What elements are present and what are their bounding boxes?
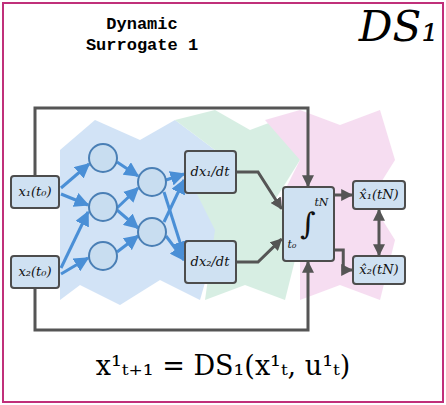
input-box: x₁(t₀) <box>10 175 60 209</box>
derivative-box: dx₁/dt <box>184 150 237 194</box>
output-box: x̂₁(tN) <box>352 180 406 210</box>
connector <box>335 194 353 197</box>
node-text: tN <box>314 197 328 209</box>
connector <box>35 262 308 330</box>
node-text: x̂₂(tN) <box>359 263 398 277</box>
connector <box>335 250 353 270</box>
integrator-box: tN∫t₀ <box>282 186 335 262</box>
connector <box>237 172 282 209</box>
node-text: dx₁/dt <box>191 165 230 179</box>
node-text: x̂₁(tN) <box>359 188 398 202</box>
connector <box>35 108 308 186</box>
connector <box>237 239 282 262</box>
update-equation: x¹ₜ₊₁ = DS₁(x¹ₜ, u¹ₜ) <box>0 348 446 383</box>
node-text: x₂(t₀) <box>18 265 51 279</box>
derivative-box: dx₂/dt <box>184 240 237 284</box>
node-text: dx₂/dt <box>191 255 230 269</box>
surrogate-symbol: DS₁ <box>359 4 438 50</box>
node-text: ∫ <box>300 209 316 239</box>
connector <box>378 210 381 255</box>
node-text: t₀ <box>288 239 297 251</box>
input-box: x₂(t₀) <box>10 255 60 289</box>
output-box: x̂₂(tN) <box>352 255 406 285</box>
node-text: x₁(t₀) <box>18 185 51 199</box>
diagram-title: Dynamic Surrogate 1 <box>62 14 222 57</box>
